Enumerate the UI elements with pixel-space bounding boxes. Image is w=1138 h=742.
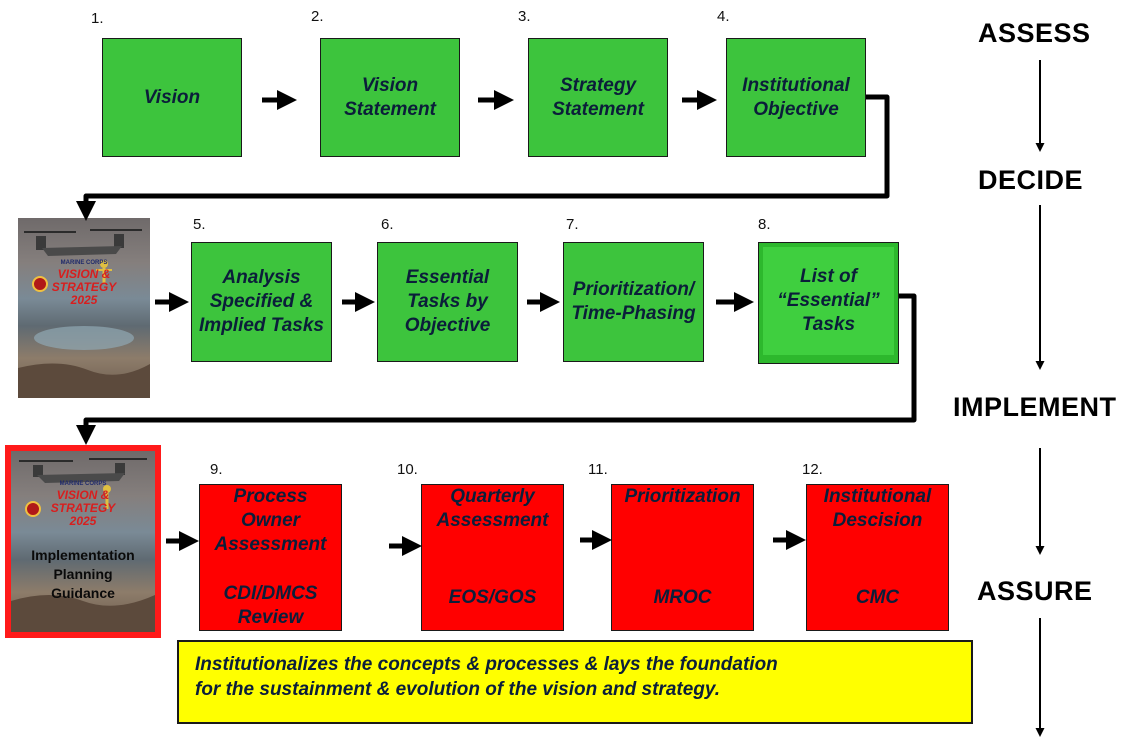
step-label: Institutional <box>823 486 932 507</box>
row-connector <box>76 293 917 445</box>
step-label: Prioritization <box>624 486 741 507</box>
step-label: Assessment <box>436 510 549 531</box>
step-label: EOS/GOS <box>448 587 537 608</box>
step-box-institutional-objective: Institutional Objective <box>726 38 866 157</box>
step-label: Specified & <box>209 291 314 312</box>
poster-title: VISION & STRATEGY 2025 <box>11 489 155 528</box>
poster-title-line: STRATEGY <box>50 501 116 515</box>
step-label: Vision <box>361 74 419 96</box>
poster-title-line: VISION & <box>57 267 111 281</box>
step-label: Owner <box>240 510 301 531</box>
step-label: Descision <box>832 510 923 531</box>
step-box-institutional-decision: Institutional Descision CMC <box>806 484 949 631</box>
step-number-1: 1. <box>91 10 104 27</box>
step-label: List of <box>800 266 857 287</box>
row-connector <box>76 94 890 221</box>
poster-subtitle: MARINE CORPS <box>60 260 108 266</box>
step-number-9: 9. <box>210 461 223 478</box>
step-label: Institutional <box>742 74 850 96</box>
step-label: Essential <box>405 267 490 288</box>
step-label: Statement <box>552 98 644 120</box>
step-box-essential-tasks: Essential Tasks by Objective <box>377 242 518 362</box>
banner-line: for the sustainment & evolution of the v… <box>195 679 721 700</box>
step-box-analysis: Analysis Specified & Implied Tasks <box>191 242 332 362</box>
banner-line: Institutionalizes the concepts & process… <box>195 654 778 675</box>
poster-guidance-text: Implementation Planning Guidance <box>11 546 155 603</box>
poster-guidance-line: Planning <box>53 566 113 582</box>
poster-title-line: VISION & <box>56 488 110 502</box>
step-label: Vision <box>143 86 201 108</box>
poster-title: VISION & STRATEGY 2025 <box>18 268 150 307</box>
step-label: CMC <box>855 587 900 608</box>
poster-title-line: STRATEGY <box>51 280 117 294</box>
poster-year: 2025 <box>70 293 98 307</box>
step-number-11: 11. <box>588 461 608 478</box>
step-box-prioritization: Prioritization/ Time-Phasing <box>563 242 704 362</box>
poster-guidance-line: Implementation <box>31 547 135 563</box>
step-label: Implied Tasks <box>199 315 324 336</box>
implementation-guidance-poster: MARINE CORPS VISION & STRATEGY 2025 Impl… <box>5 445 161 638</box>
step-label: Strategy <box>559 74 637 96</box>
step-number-6: 6. <box>381 216 394 233</box>
step-label: Time-Phasing <box>571 303 696 324</box>
step-label: Tasks by <box>407 291 488 312</box>
step-number-7: 7. <box>566 216 579 233</box>
aircraft-illustration <box>11 458 155 632</box>
step-label: CDI/DMCS <box>223 583 318 604</box>
step-label: Review <box>237 607 304 628</box>
step-label: Assessment <box>214 534 327 555</box>
step-box-quarterly-assessment: Quarterly Assessment EOS/GOS <box>421 484 564 631</box>
step-label: “Essential” <box>777 290 880 311</box>
step-number-10: 10. <box>397 461 418 478</box>
vision-strategy-poster: MARINE CORPS VISION & STRATEGY 2025 <box>18 218 150 398</box>
step-label: MROC <box>653 587 712 608</box>
step-number-8: 8. <box>758 216 771 233</box>
step-box-inner: List of “Essential” Tasks <box>763 247 894 355</box>
step-box-process-owner: Process Owner Assessment CDI/DMCS Review <box>199 484 342 631</box>
phase-label-implement: IMPLEMENT <box>953 392 1117 422</box>
phase-label-decide: DECIDE <box>978 165 1084 195</box>
step-label: Tasks <box>801 314 856 335</box>
poster-subtitle: MARINE CORPS <box>59 481 107 487</box>
step-box-essential-list: List of “Essential” Tasks <box>758 242 899 364</box>
phase-label-assess: ASSESS <box>978 18 1091 48</box>
step-box-strategy-statement: Strategy Statement <box>528 38 668 157</box>
step-label: Quarterly <box>450 486 535 507</box>
step-label: Analysis <box>222 267 301 288</box>
step-label: Statement <box>344 98 436 120</box>
poster-guidance-line: Guidance <box>51 585 115 601</box>
step-box-prioritization-mroc: Prioritization MROC <box>611 484 754 631</box>
step-label: Objective <box>753 98 839 120</box>
step-box-vision-statement: Vision Statement <box>320 38 460 157</box>
step-number-5: 5. <box>193 216 206 233</box>
step-number-4: 4. <box>717 8 730 25</box>
step-label: Objective <box>404 315 491 336</box>
phase-label-assure: ASSURE <box>977 576 1093 606</box>
step-number-3: 3. <box>518 8 531 25</box>
step-number-2: 2. <box>311 8 324 25</box>
step-number-12: 12. <box>802 461 823 478</box>
step-sublabel: CDI/DMCS Review <box>224 582 318 630</box>
step-box-vision: Vision <box>102 38 242 157</box>
step-label: Prioritization/ <box>572 279 695 300</box>
summary-banner: Institutionalizes the concepts & process… <box>177 640 973 724</box>
step-label: Process <box>233 486 308 507</box>
poster-year: 2025 <box>69 514 97 528</box>
aircraft-illustration <box>18 229 150 398</box>
